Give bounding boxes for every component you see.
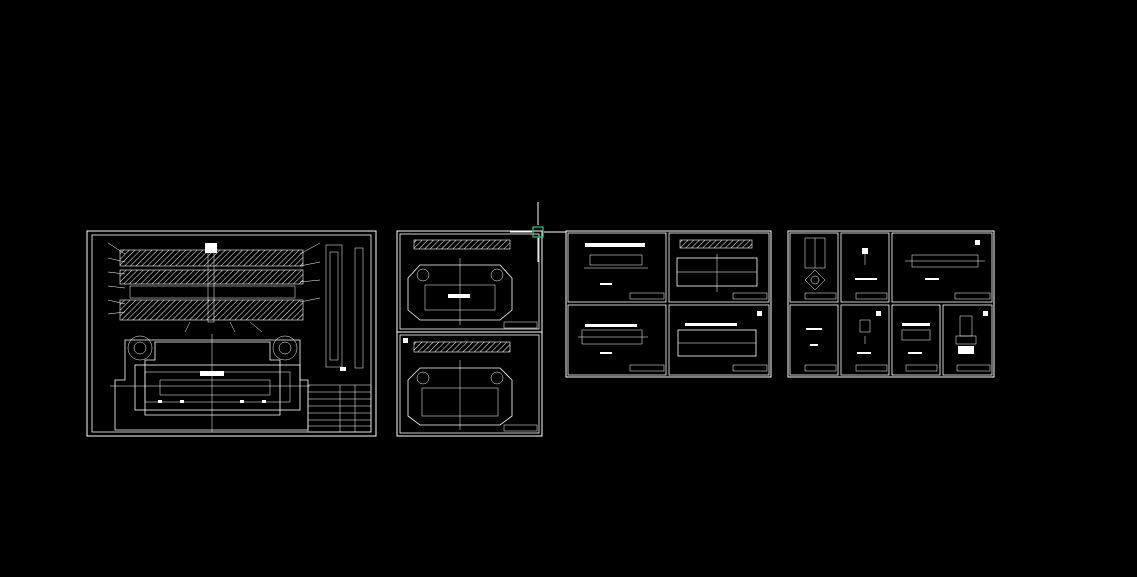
part-sheet-b5[interactable] (840, 304, 890, 376)
part-sheet-b4[interactable] (789, 304, 839, 376)
crosshair-cursor (510, 202, 566, 262)
part-sheet-a2[interactable] (668, 232, 770, 303)
part-sheet-b2[interactable] (840, 232, 890, 303)
assembly-drawing-sheet[interactable] (86, 230, 377, 437)
part-drawings-a[interactable] (565, 230, 772, 378)
part-sheet-a3[interactable] (567, 304, 667, 376)
part-drawings-b[interactable] (787, 230, 995, 378)
part-sheet-b1[interactable] (789, 232, 839, 303)
part-sheet-b7[interactable] (942, 304, 993, 376)
part-sheet-b3[interactable] (891, 232, 993, 303)
die-plate-sheet-bottom[interactable] (396, 331, 543, 437)
die-plate-sheet-top[interactable] (396, 230, 543, 333)
pickbox-icon (532, 226, 544, 238)
part-sheet-a1[interactable] (567, 232, 667, 303)
part-sheet-a4[interactable] (668, 304, 770, 376)
part-sheet-b6[interactable] (891, 304, 941, 376)
